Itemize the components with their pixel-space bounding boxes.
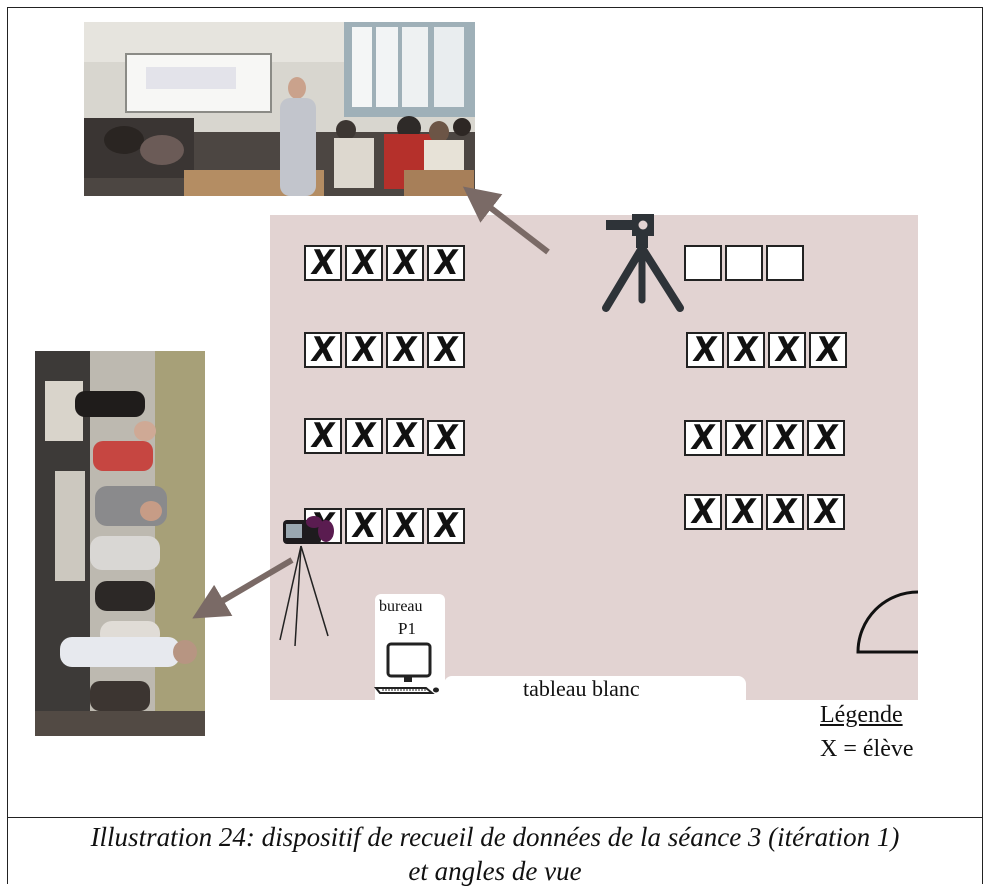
caption-divider	[7, 817, 983, 818]
view-angle-arrow-left	[192, 557, 294, 619]
teacher-id-label: P1	[398, 619, 416, 638]
student-desk: X	[427, 506, 465, 546]
student-desk: X	[427, 330, 465, 370]
student-desk: X	[345, 330, 383, 370]
student-desk: X	[684, 492, 722, 532]
whiteboard-label: tableau blanc	[523, 676, 640, 701]
student-desk: X	[686, 330, 724, 370]
whiteboard-area	[444, 676, 746, 706]
student-desk: X	[684, 418, 722, 458]
student-desk: X	[304, 330, 342, 370]
student-desk: X	[427, 418, 465, 458]
student-desk: X	[345, 506, 383, 546]
tripod-camera-icon	[602, 214, 684, 312]
student-desk: X	[345, 416, 383, 456]
student-desk: X	[386, 243, 424, 283]
empty-desk	[684, 245, 722, 281]
student-desk: X	[768, 330, 806, 370]
figure-caption: Illustration 24: dispositif de recueil d…	[7, 820, 983, 888]
student-desk: X	[807, 492, 845, 532]
student-desk: X	[807, 418, 845, 458]
legend-title: Légende	[820, 702, 903, 728]
caption-line-2: et angles de vue	[408, 856, 582, 886]
student-desk: X	[345, 243, 383, 283]
student-desk: X	[427, 243, 465, 283]
student-desk: X	[386, 330, 424, 370]
desktop-computer-icon	[373, 642, 439, 694]
empty-desk	[766, 245, 804, 281]
student-desk: X	[304, 243, 342, 283]
figure-frame	[7, 7, 983, 884]
student-desk: X	[304, 416, 342, 456]
classroom-photo-front-view	[84, 22, 475, 196]
door-swing-icon	[856, 590, 919, 654]
legend-entry: X = élève	[820, 736, 914, 762]
student-desk: X	[386, 416, 424, 456]
student-desk: X	[766, 492, 804, 532]
student-desk: X	[386, 506, 424, 546]
student-desk: X	[725, 418, 763, 458]
caption-line-1: Illustration 24: dispositif de recueil d…	[90, 822, 900, 852]
empty-desk	[725, 245, 763, 281]
student-desk: X	[725, 492, 763, 532]
view-angle-arrow-top	[462, 186, 550, 255]
student-desk: X	[727, 330, 765, 370]
teacher-desk-label: bureau	[379, 598, 423, 615]
student-desk: X	[766, 418, 804, 458]
camcorder-tripod-icon	[279, 516, 334, 647]
student-desk: X	[809, 330, 847, 370]
classroom-photo-side-view	[35, 351, 205, 736]
